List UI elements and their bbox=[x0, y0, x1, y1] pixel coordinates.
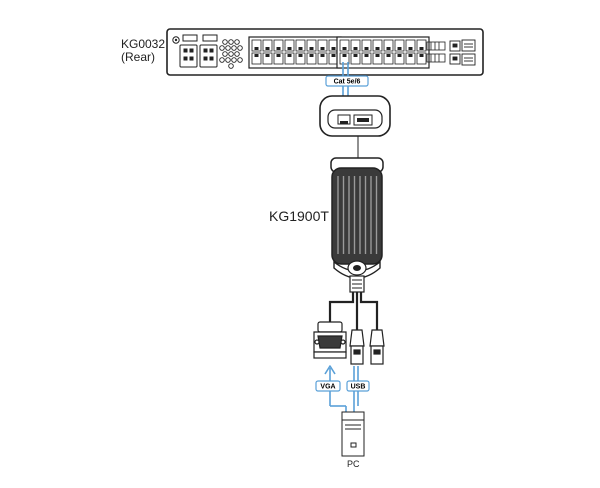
usb-label: USB bbox=[351, 384, 366, 391]
rj45-port-icon bbox=[295, 52, 306, 65]
rj45-port-icon bbox=[295, 39, 306, 52]
rj45-port-icon bbox=[262, 39, 273, 52]
rj45-port-latch bbox=[298, 54, 303, 57]
rj45-port-icon bbox=[372, 52, 383, 65]
cable-spec-tag: Cat 5e/6 bbox=[325, 75, 369, 87]
rj45-port-icon bbox=[372, 39, 383, 52]
usb-port-icon bbox=[449, 39, 476, 66]
rj45-port-latch bbox=[364, 54, 369, 57]
rj45-port-latch bbox=[397, 54, 402, 57]
adapter-model-label: KG1900T bbox=[269, 208, 329, 224]
rj45-port-icon bbox=[251, 52, 262, 65]
rj45-port-icon bbox=[361, 52, 372, 65]
power-inlet-icon bbox=[179, 34, 218, 68]
vga-label: VGA bbox=[320, 384, 335, 391]
rj45-port-latch bbox=[254, 47, 259, 50]
rj45-port-icon bbox=[350, 52, 361, 65]
rj45-port-icon bbox=[306, 39, 317, 52]
rj45-port-icon bbox=[405, 39, 416, 52]
rj45-port-latch bbox=[364, 47, 369, 50]
usb-connector-icon bbox=[349, 329, 385, 365]
rj45-port-latch bbox=[254, 54, 259, 57]
rj45-port-icon bbox=[317, 52, 328, 65]
rj45-port-icon bbox=[273, 39, 284, 52]
rj45-port-bank-right bbox=[336, 36, 430, 69]
rj45-port-icon bbox=[394, 52, 405, 65]
rj45-port-latch bbox=[331, 47, 336, 50]
vga-tag: VGA bbox=[315, 380, 341, 392]
switch-model-label: KG0032 (Rear) bbox=[121, 38, 165, 64]
rj45-port-latch bbox=[320, 47, 325, 50]
rj45-port-icon bbox=[284, 52, 295, 65]
rj45-port-latch bbox=[386, 47, 391, 50]
rj45-port-icon bbox=[339, 39, 350, 52]
rj45-port-latch bbox=[342, 47, 347, 50]
usb-tag: USB bbox=[346, 380, 370, 392]
rj45-port-latch bbox=[419, 54, 424, 57]
rj45-port-latch bbox=[298, 47, 303, 50]
rj45-port-latch bbox=[265, 54, 270, 57]
cable-spec-label: Cat 5e/6 bbox=[334, 79, 361, 86]
rj45-port-latch bbox=[386, 54, 391, 57]
rj45-port-latch bbox=[353, 47, 358, 50]
rj45-port-latch bbox=[276, 54, 281, 57]
rj45-port-latch bbox=[309, 47, 314, 50]
pc-label: PC bbox=[347, 459, 360, 469]
rj45-port-icon bbox=[405, 52, 416, 65]
rj45-port-latch bbox=[309, 54, 314, 57]
rj45-port-latch bbox=[331, 54, 336, 57]
switch-model-name: KG0032 bbox=[121, 37, 166, 51]
rj45-port-icon bbox=[383, 52, 394, 65]
rj45-port-icon bbox=[339, 52, 350, 65]
split-cables bbox=[328, 292, 379, 330]
adapter-rj45-detail bbox=[319, 95, 391, 160]
switch-side-name: (Rear) bbox=[121, 50, 156, 64]
rj45-port-icon bbox=[306, 52, 317, 65]
rj45-port-icon bbox=[262, 52, 273, 65]
rj45-port-icon bbox=[350, 39, 361, 52]
rj45-port-latch bbox=[287, 47, 292, 50]
rj45-port-latch bbox=[408, 54, 413, 57]
rj45-port-latch bbox=[287, 54, 292, 57]
rj45-port-icon bbox=[361, 39, 372, 52]
rj45-port-icon bbox=[383, 39, 394, 52]
rj45-port-icon bbox=[416, 52, 427, 65]
fan-vent-icon bbox=[219, 39, 243, 69]
rj45-port-latch bbox=[419, 47, 424, 50]
rj45-port-latch bbox=[353, 54, 358, 57]
rj45-port-icon bbox=[284, 39, 295, 52]
rj45-port-icon bbox=[251, 39, 262, 52]
dip-switch-icon bbox=[426, 41, 446, 63]
rj45-port-icon bbox=[394, 39, 405, 52]
rj45-port-icon bbox=[273, 52, 284, 65]
rj45-port-bank-left bbox=[248, 36, 342, 69]
rj45-port-latch bbox=[265, 47, 270, 50]
pc-tower-icon bbox=[341, 411, 365, 457]
rj45-port-icon bbox=[416, 39, 427, 52]
rj45-port-latch bbox=[342, 54, 347, 57]
kg1900t-adapter bbox=[330, 157, 384, 293]
rj45-port-latch bbox=[408, 47, 413, 50]
rj45-port-latch bbox=[320, 54, 325, 57]
rj45-port-latch bbox=[375, 47, 380, 50]
rj45-port-latch bbox=[276, 47, 281, 50]
rj45-port-latch bbox=[397, 47, 402, 50]
rj45-port-icon bbox=[317, 39, 328, 52]
vga-connector-icon bbox=[313, 321, 347, 359]
rj45-port-latch bbox=[375, 54, 380, 57]
